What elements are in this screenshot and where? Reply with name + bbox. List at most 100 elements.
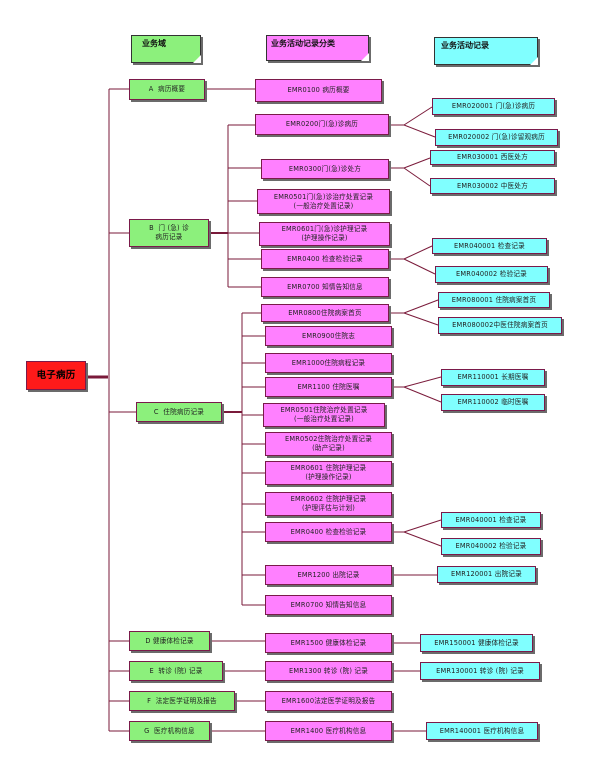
category-label: EMR1000住院病程记录 [291,358,366,367]
root-node-emr[interactable]: 电子病历 [26,361,86,390]
domain-a-label: A 病历概要 [148,85,186,93]
record-label: EMR110001 长期医嘱 [457,373,529,381]
category-b5[interactable]: EMR0400 检查检验记录 [261,249,389,269]
category-label: EMR1500 健康体检记录 [290,638,367,647]
record-label: EMR080001 住院病案首页 [451,295,537,304]
category-label: EMR1600法定医学证明及报告 [281,696,376,705]
domain-d-label: D 健康体检记录 [145,636,194,645]
domain-f[interactable]: F 法定医学证明及报告 [129,691,235,711]
category-label: EMR0900住院志 [302,331,355,340]
domain-c[interactable]: C 住院病历记录 [136,402,222,422]
header-domain: 业务域 [131,35,201,63]
record-label: EMR020001 门(急)诊病历 [451,102,536,110]
category-label: EMR1400 医疗机构信息 [290,726,367,735]
domain-f-label: F 法定医学证明及报告 [147,696,217,705]
header-category-label: 业务活动记录分类 [271,39,335,48]
domain-e[interactable]: E 转诊 (院) 记录 [129,661,223,681]
record-label: EMR140001 医疗机构信息 [439,726,525,735]
record-label: EMR150001 健康体检记录 [434,638,519,647]
record-label: EMR080002中医住院病案首页 [452,321,548,329]
category-label: EMR0700 知情告知信息 [290,600,367,609]
category-e1[interactable]: EMR1300 转诊 (院) 记录 [265,661,392,681]
record-c9b[interactable]: EMR040002 检验记录 [441,538,541,555]
category-c3[interactable]: EMR1000住院病程记录 [265,353,392,373]
record-c4a[interactable]: EMR110001 长期医嘱 [441,369,545,386]
record-c1b[interactable]: EMR080002中医住院病案首页 [438,317,562,334]
header-domain-label: 业务域 [142,39,166,48]
domain-g[interactable]: G 医疗机构信息 [129,721,210,741]
category-label: EMR1100 住院医嘱 [297,382,360,391]
category-label: EMR0200门(急)诊病历 [285,120,359,128]
category-c10[interactable]: EMR1200 出院记录 [265,565,392,585]
record-label: EMR110002 临时医嘱 [457,398,529,406]
category-label: EMR0800住院病案首页 [288,308,362,317]
category-label: EMR0601门(急)诊护理记录 (护理操作记录) [281,225,368,242]
category-b3[interactable]: EMR0501门(急)诊治疗处置记录 (一般治疗处置记录) [257,189,390,214]
domain-g-label: G 医疗机构信息 [144,726,195,735]
record-c1a[interactable]: EMR080001 住院病案首页 [438,292,550,308]
category-c11[interactable]: EMR0700 知情告知信息 [265,595,392,615]
category-label: EMR1300 转诊 (院) 记录 [288,666,369,675]
header-record: 业务活动记录 [434,37,538,65]
fold-corner-icon [530,57,538,65]
record-label: EMR040002 检验记录 [456,270,527,278]
record-d1a[interactable]: EMR150001 健康体检记录 [420,634,533,652]
category-label: EMR0501门(急)诊治疗处置记录 (一般治疗处置记录) [273,192,374,210]
record-b1a[interactable]: EMR020001 门(急)诊病历 [432,98,555,115]
record-label: EMR020002 门(急)诊留观病历 [448,133,545,141]
record-c9a[interactable]: EMR040001 检查记录 [441,512,541,528]
category-d1[interactable]: EMR1500 健康体检记录 [265,633,392,653]
category-c6[interactable]: EMR0502住院治疗处置记录 (助产记录) [265,432,392,456]
category-c9[interactable]: EMR0400 检查检验记录 [265,522,392,542]
record-b1b[interactable]: EMR020002 门(急)诊留观病历 [435,129,558,146]
record-label: EMR040001 检查记录 [455,515,527,524]
category-f1[interactable]: EMR1600法定医学证明及报告 [265,691,392,711]
record-label: EMR120001 出院记录 [451,570,522,578]
category-label: EMR0100 病历概要 [287,86,350,94]
record-label: EMR130001 转诊 (院) 记录 [436,666,524,675]
record-c4b[interactable]: EMR110002 临时医嘱 [441,394,545,411]
category-b6[interactable]: EMR0700 知情告知信息 [261,277,389,297]
record-b2a[interactable]: EMR030001 西医处方 [430,150,555,165]
record-b5b[interactable]: EMR040002 检验记录 [435,266,548,283]
category-label: EMR0300门(急)诊处方 [288,164,362,173]
category-b4[interactable]: EMR0601门(急)诊护理记录 (护理操作记录) [259,222,390,246]
fold-corner-icon [361,53,369,61]
domain-b[interactable]: B 门 (急) 诊 病历记录 [129,219,209,247]
record-g1a[interactable]: EMR140001 医疗机构信息 [426,722,538,740]
category-label: EMR0400 检查检验记录 [287,254,363,263]
category-b1[interactable]: EMR0200门(急)诊病历 [255,114,389,135]
category-label: EMR1200 出院记录 [297,570,360,579]
category-c7[interactable]: EMR0601 住院护理记录 (护理操作记录) [265,461,392,485]
category-a1[interactable]: EMR0100 病历概要 [255,79,382,102]
record-c10a[interactable]: EMR120001 出院记录 [437,566,536,583]
category-c4[interactable]: EMR1100 住院医嘱 [265,377,392,397]
domain-e-label: E 转诊 (院) 记录 [149,666,203,675]
category-b2[interactable]: EMR0300门(急)诊处方 [261,159,389,179]
category-c5[interactable]: EMR0501住院治疗处置记录 (一般治疗处置记录) [263,403,385,427]
record-b2b[interactable]: EMR030002 中医处方 [430,178,555,194]
category-g1[interactable]: EMR1400 医疗机构信息 [265,721,392,741]
category-label: EMR0601 住院护理记录 (护理操作记录) [290,464,367,481]
record-label: EMR040002 检验记录 [455,542,527,550]
domain-c-label: C 住院病历记录 [153,407,205,416]
category-c8[interactable]: EMR0602 住院护理记录 (护理评估与计划) [265,492,392,516]
fold-corner-icon [193,55,201,63]
record-label: EMR030002 中医处方 [457,181,528,190]
domain-a[interactable]: A 病历概要 [129,79,205,100]
category-label: EMR0602 住院护理记录 (护理评估与计划) [290,495,367,512]
category-label: EMR0501住院治疗处置记录 (一般治疗处置记录) [280,406,368,423]
category-label: EMR0700 知情告知信息 [287,282,363,291]
category-c1[interactable]: EMR0800住院病案首页 [261,304,389,322]
header-category: 业务活动记录分类 [266,35,369,61]
category-label: EMR0400 检查检验记录 [290,527,367,536]
category-c2[interactable]: EMR0900住院志 [265,326,392,346]
record-b5a[interactable]: EMR040001 检查记录 [432,238,547,254]
domain-b-label: B 门 (急) 诊 病历记录 [149,224,189,241]
record-e1a[interactable]: EMR130001 转诊 (院) 记录 [420,662,540,680]
record-label: EMR030001 西医处方 [457,153,528,161]
record-label: EMR040001 检查记录 [454,241,525,250]
header-record-label: 业务活动记录 [441,41,489,50]
domain-d[interactable]: D 健康体检记录 [129,631,210,651]
